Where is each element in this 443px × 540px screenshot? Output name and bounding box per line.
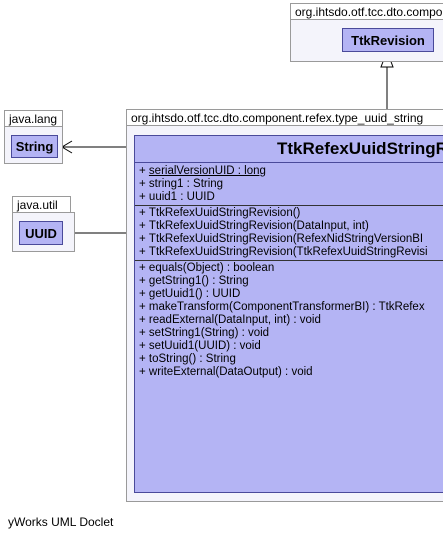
class-title: TtkRefexUuidStringRevision bbox=[135, 136, 443, 163]
class-ttk-revision[interactable]: TtkRevision bbox=[342, 28, 434, 52]
constructor-row: + TtkRefexUuidStringRevision(TtkRefexUui… bbox=[139, 246, 428, 258]
method-row: + equals(Object) : boolean bbox=[139, 262, 275, 274]
field-row: + serialVersionUID : long bbox=[139, 165, 266, 177]
fields-section: + serialVersionUID : long + string1 : St… bbox=[135, 163, 443, 206]
method-row: + makeTransform(ComponentTransformerBI) … bbox=[139, 301, 425, 313]
constructor-row: + TtkRefexUuidStringRevision(RefexNidStr… bbox=[139, 233, 424, 245]
constructor-row: + TtkRefexUuidStringRevision() bbox=[139, 207, 301, 219]
method-row: + getString1() : String bbox=[139, 275, 249, 287]
footer-text: yWorks UML Doclet bbox=[8, 515, 114, 529]
class-ttk-refex-uuid-string-revision[interactable]: TtkRefexUuidStringRevision + serialVersi… bbox=[134, 135, 443, 493]
method-row: + writeExternal(DataOutput) : void bbox=[139, 366, 313, 378]
package-java-util-label: java.util bbox=[12, 196, 71, 213]
method-row: + readExternal(DataInput, int) : void bbox=[139, 314, 321, 326]
constructor-row: + TtkRefexUuidStringRevision(DataInput, … bbox=[139, 220, 369, 232]
method-row: + setString1(String) : void bbox=[139, 327, 270, 339]
method-row: + setUuid1(UUID) : void bbox=[139, 340, 261, 352]
package-refex-type-uuid-string-label: org.ihtsdo.otf.tcc.dto.component.refex.t… bbox=[126, 109, 443, 126]
string-association-arrowhead bbox=[61, 140, 73, 154]
class-string[interactable]: String bbox=[11, 135, 58, 158]
field-row: + string1 : String bbox=[139, 178, 224, 190]
constructors-section: + TtkRefexUuidStringRevision() + TtkRefe… bbox=[135, 206, 443, 261]
method-row: + getUuid1() : UUID bbox=[139, 288, 241, 300]
class-uuid[interactable]: UUID bbox=[19, 221, 63, 245]
methods-section: + equals(Object) : boolean + getString1(… bbox=[135, 261, 443, 379]
field-row: + uuid1 : UUID bbox=[139, 191, 215, 203]
package-dto-component-label: org.ihtsdo.otf.tcc.dto.component bbox=[290, 3, 443, 20]
package-java-lang-label: java.lang bbox=[4, 110, 63, 127]
method-row: + toString() : String bbox=[139, 353, 236, 365]
